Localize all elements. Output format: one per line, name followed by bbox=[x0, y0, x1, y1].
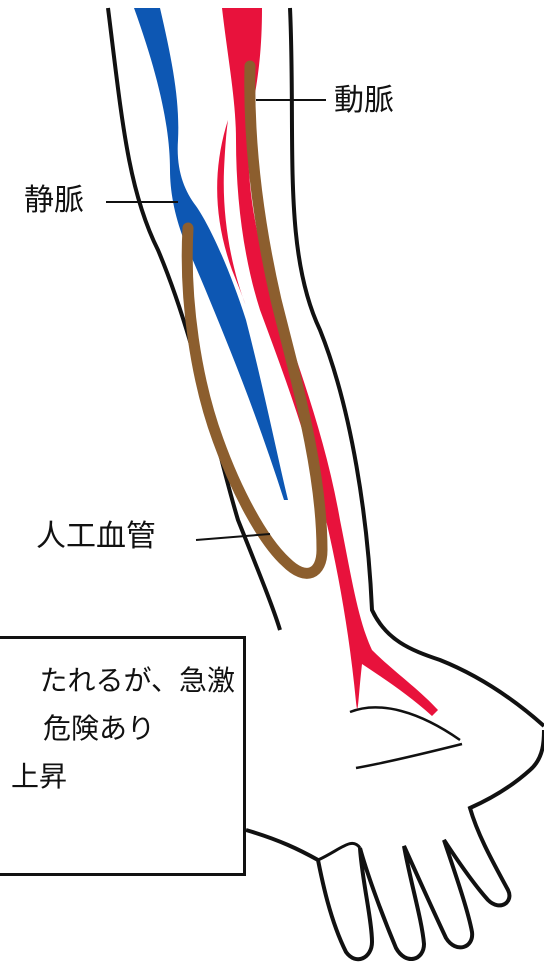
arm-outline-right bbox=[288, 7, 544, 728]
note-box: たれるが、急激 危険あり 上昇 bbox=[0, 636, 246, 876]
vein-label: 静脈 bbox=[24, 183, 84, 218]
artery-vessel bbox=[222, 8, 438, 716]
note-line: たれるが、急激 bbox=[39, 664, 235, 697]
graft-leader-line bbox=[195, 533, 271, 541]
artery-branch bbox=[217, 120, 246, 306]
palm-crease-lower bbox=[355, 742, 463, 770]
graft-loop bbox=[181, 60, 328, 579]
fingers-outline bbox=[245, 729, 544, 962]
vein-vessel bbox=[134, 8, 288, 500]
note-line: 危険あり bbox=[42, 712, 155, 745]
note-line: 上昇 bbox=[10, 760, 67, 793]
graft-label: 人工血管 bbox=[36, 519, 156, 554]
artery-label: 動脈 bbox=[334, 83, 394, 118]
palm-crease bbox=[349, 706, 461, 742]
finger-base-line bbox=[317, 841, 362, 862]
